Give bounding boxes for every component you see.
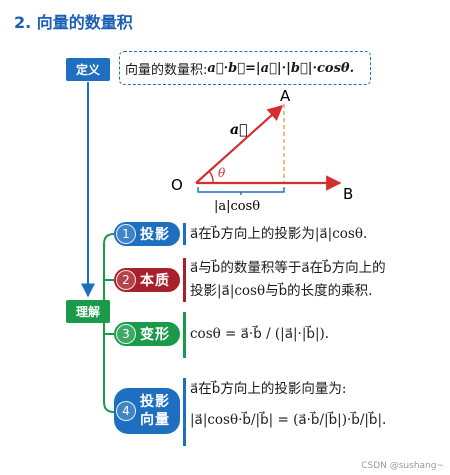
item-projection-vector-pill: 4 投影 向量 xyxy=(114,388,180,434)
item-projection-text: a⃗在b⃗方向上的投影为|a⃗|cosθ. xyxy=(190,226,368,242)
credit-watermark: CSDN @sushang~ xyxy=(361,461,444,471)
definition-box: 向量的数量积: a⃗·b⃗=|a⃗|·|b⃗|·cosθ. xyxy=(119,51,371,85)
label-theta: θ xyxy=(218,166,226,180)
item-divider xyxy=(183,378,186,446)
vector-figure xyxy=(195,104,342,195)
tree-connectors xyxy=(103,233,115,413)
item-divider xyxy=(183,223,186,245)
item-divider xyxy=(183,258,186,302)
item-label: 变形 xyxy=(140,327,170,343)
definition-prefix: 向量的数量积: xyxy=(125,62,208,78)
item-essence-line1: a⃗与b⃗的数量积等于a⃗在b⃗方向上的 xyxy=(190,260,386,276)
projection-brace xyxy=(197,187,285,193)
item-label: 投影 xyxy=(140,227,170,243)
item-number: 3 xyxy=(116,324,136,344)
item-label-line1: 投影 xyxy=(140,394,170,410)
understanding-tag: 理解 xyxy=(66,300,110,323)
item-number: 1 xyxy=(116,224,136,244)
item-label-line2: 向量 xyxy=(140,412,170,428)
label-A: A xyxy=(280,87,291,105)
item-number: 4 xyxy=(116,401,136,421)
section-title: 2. 向量的数量积 xyxy=(14,13,133,32)
label-vector-a: a⃗ xyxy=(230,122,247,138)
item-projection-pill: 1 投影 xyxy=(114,222,180,246)
item-label: 本质 xyxy=(140,273,170,289)
item-transform-pill: 3 变形 xyxy=(114,322,180,346)
item-essence-pill: 2 本质 xyxy=(114,268,180,292)
angle-arc xyxy=(208,170,214,184)
item-number: 2 xyxy=(116,270,136,290)
item-transform-text: cosθ = a⃗·b⃗ / (|a⃗|·|b⃗|). xyxy=(190,326,330,342)
label-B: B xyxy=(343,185,353,203)
item-label: 投影 向量 xyxy=(140,393,170,429)
label-O: O xyxy=(171,176,183,194)
item-essence-line2: 投影|a⃗|cosθ与b⃗的长度的乘积. xyxy=(190,283,373,299)
item-projection-vector-line2: |a⃗|cosθ·b⃗/|b⃗| = (a⃗·b⃗/|b⃗|)·b⃗/|b⃗|. xyxy=(190,412,387,428)
item-projection-vector-line1: a⃗在b⃗方向上的投影向量为: xyxy=(190,381,347,397)
vector-a xyxy=(195,104,284,184)
definition-formula: a⃗·b⃗=|a⃗|·|b⃗|·cosθ. xyxy=(207,60,355,76)
item-divider xyxy=(183,312,186,358)
definition-tag: 定义 xyxy=(66,58,110,81)
brace-label: |a|cosθ xyxy=(214,199,260,214)
